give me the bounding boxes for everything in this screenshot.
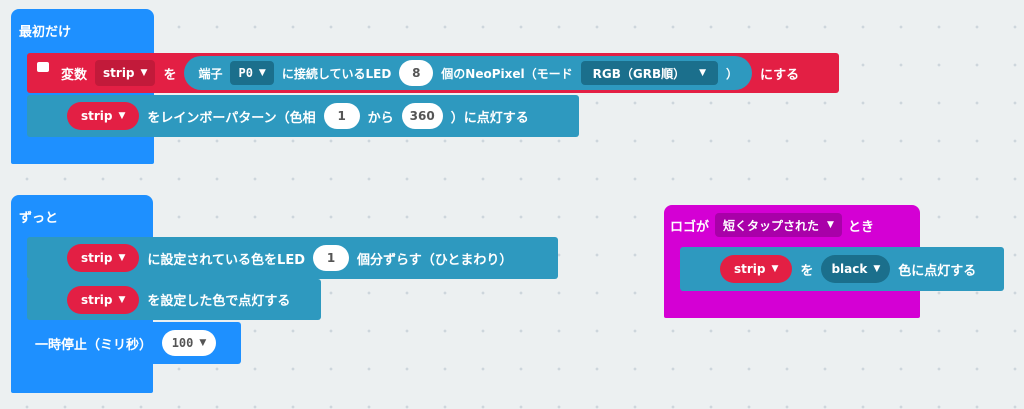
color-value: black (831, 262, 868, 276)
chevron-down-icon: ▼ (258, 68, 266, 78)
rotate-pixels-block[interactable]: strip ▼ に設定されている色をLED 1 個分ずらす（ひとまわり） (27, 237, 558, 279)
strip-variable-reporter[interactable]: strip ▼ (67, 102, 140, 130)
set-variable-label: 変数 (61, 67, 88, 83)
logo-suffix-label: とき (847, 219, 874, 235)
strip-variable-reporter[interactable]: strip ▼ (67, 244, 140, 272)
on-start-title: 最初だけ (19, 25, 72, 40)
pause-block[interactable]: 一時停止（ミリ秒） 100 ▼ (27, 322, 241, 364)
neopixel-mode-label: 個のNeoPixel（モード (441, 66, 573, 81)
variable-dropdown[interactable]: strip ▼ (95, 60, 156, 86)
forever-title: ずっと (19, 211, 59, 226)
logo-event-dropdown[interactable]: 短くタップされた ▼ (715, 213, 842, 237)
wo-label: を (800, 263, 814, 279)
pin-value: P0 (238, 66, 253, 80)
rainbow-suffix-label: ）に点灯する (450, 110, 529, 126)
strip-variable-name: strip (734, 262, 766, 276)
chevron-down-icon: ▼ (873, 264, 881, 274)
logo-event-header: ロゴが 短くタップされた ▼ とき (670, 210, 920, 240)
chevron-down-icon: ▼ (118, 111, 126, 121)
kara-label: から (367, 110, 394, 126)
set-suffix-label: にする (760, 67, 800, 83)
chevron-down-icon: ▼ (827, 220, 834, 230)
wo-label: を (163, 67, 177, 83)
logo-prefix-label: ロゴが (670, 219, 710, 235)
comment-icon[interactable] (37, 62, 49, 72)
variable-name: strip (103, 66, 135, 80)
show-label: を設定した色で点灯する (147, 294, 291, 309)
pause-ms-dropdown[interactable]: 100 ▼ (162, 330, 217, 356)
neopixel-create-reporter[interactable]: 端子 P0 ▼ に接続しているLED 8 個のNeoPixel（モード RGB（… (184, 56, 753, 90)
hue-start-input[interactable]: 1 (323, 103, 360, 129)
rotate-suffix-label: 個分ずらす（ひとまわり） (357, 252, 513, 268)
rotate-label: に設定されている色をLED (147, 252, 305, 268)
strip-variable-name: strip (81, 109, 113, 123)
logo-event-value: 短くタップされた (723, 218, 820, 233)
pin-dropdown[interactable]: P0 ▼ (230, 61, 274, 85)
hue-end-input[interactable]: 360 (401, 103, 443, 129)
connected-led-label: に接続しているLED (281, 66, 392, 81)
show-rainbow-block[interactable]: strip ▼ をレインボーパターン（色相 1 から 360 ）に点灯する (27, 95, 579, 137)
set-variable-block[interactable]: 変数 strip ▼ を 端子 P0 ▼ に接続しているLED 8 個のNeoP… (27, 53, 839, 93)
mode-dropdown[interactable]: RGB（GRB順） ▼ (580, 61, 719, 85)
led-count-input[interactable]: 8 (399, 60, 434, 86)
chevron-down-icon: ▼ (118, 294, 126, 305)
strip-variable-name: strip (81, 251, 113, 265)
strip-variable-reporter[interactable]: strip ▼ (67, 285, 140, 314)
chevron-down-icon: ▼ (140, 68, 148, 78)
show-block[interactable]: strip ▼ を設定した色で点灯する (27, 279, 321, 320)
color-dropdown[interactable]: black ▼ (821, 255, 891, 283)
color-suffix-label: 色に点灯する (898, 263, 977, 279)
pause-ms-value: 100 (171, 336, 194, 350)
pin-label: 端子 (198, 66, 223, 81)
show-color-block[interactable]: strip ▼ を black ▼ 色に点灯する (680, 247, 1004, 291)
chevron-down-icon: ▼ (199, 338, 207, 348)
chevron-down-icon: ▼ (699, 68, 707, 78)
mode-value: RGB（GRB順） (592, 66, 686, 81)
chevron-down-icon: ▼ (118, 253, 126, 263)
close-paren: ） (726, 66, 739, 81)
strip-variable-reporter[interactable]: strip ▼ (720, 255, 793, 283)
chevron-down-icon: ▼ (771, 264, 779, 274)
pause-label: 一時停止（ミリ秒） (35, 337, 153, 353)
rotate-amount-input[interactable]: 1 (313, 245, 349, 271)
rainbow-label: をレインボーパターン（色相 (147, 110, 316, 126)
strip-variable-name: strip (81, 292, 113, 307)
